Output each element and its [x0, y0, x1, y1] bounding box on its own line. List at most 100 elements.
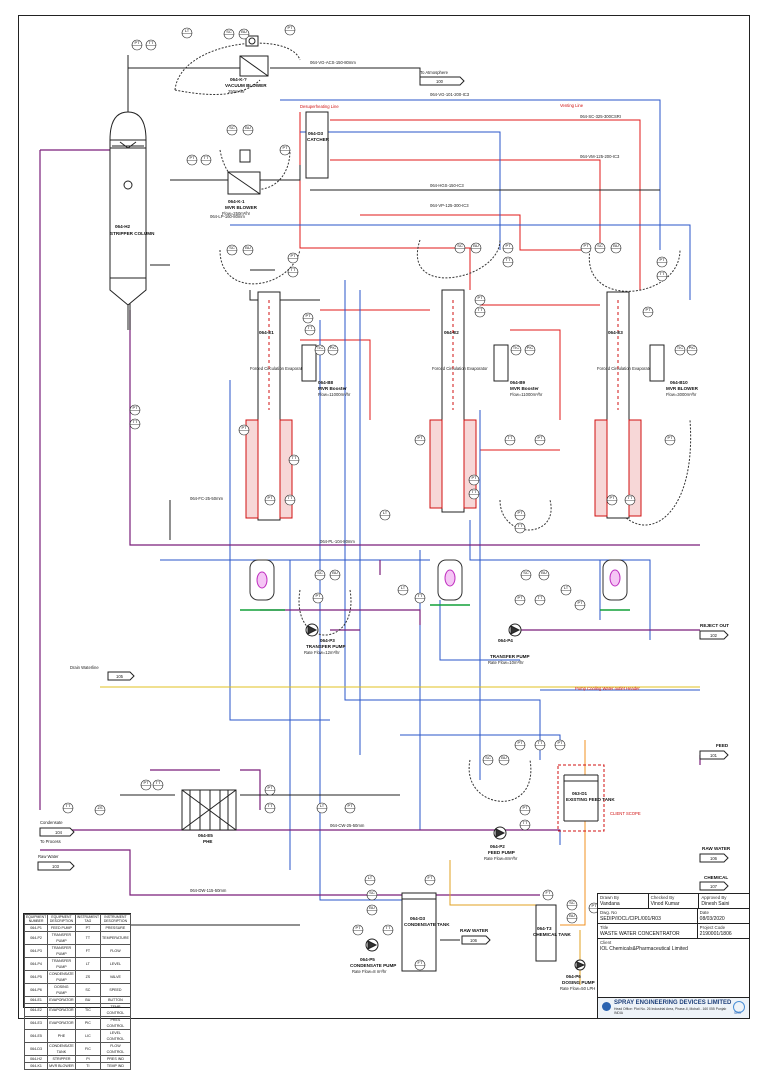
instrument-tag: PT — [132, 405, 138, 410]
feed-tank-name: EXISTING FEED TANK — [566, 797, 615, 802]
booster-1-name: MVR Booster — [318, 386, 347, 391]
booster-3-tag: 064-B10 — [670, 380, 688, 385]
instrument-bubble: TT — [129, 418, 141, 430]
legend-cell: FIC — [74, 1042, 101, 1057]
instrument-bubble: BU — [238, 28, 250, 40]
vent-line — [270, 67, 421, 77]
instrument-bubble: TT — [502, 256, 514, 268]
mvr-blower-1-tag: 064-K-1 — [228, 199, 245, 204]
process-line — [240, 769, 261, 810]
water-line — [439, 600, 520, 661]
steam-line — [360, 214, 590, 251]
instrument-tag: TT — [291, 267, 296, 272]
instrument-tag: TT — [133, 419, 138, 424]
legend-cell: PHE — [47, 1029, 76, 1044]
legend-cell: PRES IND — [99, 1055, 131, 1064]
instrument-bubble: LT — [379, 509, 391, 521]
signal-line — [417, 239, 501, 279]
instrument-bubble: PT — [238, 424, 250, 436]
booster-3-flow: Flow=3000m³/hr — [666, 392, 697, 397]
vent-line — [249, 290, 320, 301]
instrument-bubble: PT — [534, 434, 546, 446]
chemical-tank-name: CHEMICAL TANK — [533, 932, 572, 937]
legend-cell: 064-E1 — [23, 996, 49, 1005]
legend-cell: FLOW CONTROL — [99, 1042, 131, 1057]
instrument-bubble: SC — [520, 569, 532, 581]
instrument-tag: TIC — [677, 345, 684, 350]
instrument-tag: PT — [315, 593, 321, 598]
booster-2 — [493, 344, 509, 382]
vacuum-blower-name: VACUUM BLOWER — [225, 83, 267, 88]
equipment-legend: EQUIPMENT NUMBER EQUIPMENT DESCRIPTION I… — [23, 913, 131, 1070]
instrument-bubble: TIC — [314, 344, 326, 356]
booster-1-flow: Flow=11000m³/hr — [318, 392, 351, 397]
instrument-tag: TT — [418, 593, 423, 598]
legend-cell: EVAPORATOR — [47, 1016, 76, 1031]
instrument-tag: SC — [485, 755, 491, 760]
instrument-tag: TIC — [513, 345, 520, 350]
evaporator-3 — [594, 291, 642, 601]
legend-cell: 064-K1 — [23, 1062, 49, 1070]
instrument-bubble: BU — [566, 912, 578, 924]
instrument-tag: PT — [537, 435, 543, 440]
instrument-tag: PT — [134, 40, 140, 45]
feed-tank-tag: 063-D1 — [572, 791, 588, 796]
instrument-bubble: PT — [129, 404, 141, 416]
signal-line — [174, 42, 301, 91]
instrument-tag: TT — [149, 40, 154, 45]
reject-out-no: 102 — [710, 633, 718, 638]
condensate-label: Condensate — [40, 820, 63, 825]
legend-cell: STRIPPER — [47, 1055, 76, 1064]
legend-cell: TIC — [74, 1003, 101, 1018]
stripper-column — [109, 98, 147, 330]
company-address: Head Office: Plot No. 26 Industrial Area… — [614, 1007, 727, 1015]
instrument-bubble: SC — [314, 569, 326, 581]
booster-2-tag: 064-B9 — [510, 380, 526, 385]
instrument-bubble: PT — [344, 802, 356, 814]
instrument-tag: LT — [383, 510, 388, 515]
piping — [39, 42, 701, 985]
instrument-tag: PT — [287, 25, 293, 30]
line-label: 064-LP-160-80mm — [210, 214, 245, 219]
company-name: SPRAY ENGINEERING DEVICES LIMITED — [614, 1000, 732, 1006]
evap-1-name: Forced Circulation Evaporator — [250, 366, 306, 371]
process-line — [129, 310, 700, 546]
instrument-tag: PT — [609, 495, 615, 500]
instrument-tag: BU — [241, 29, 247, 34]
instrument-tag: TT — [386, 925, 391, 930]
venting-line-note: Venting Line — [560, 103, 584, 108]
instrument-tag: PIC — [330, 345, 337, 350]
catcher-name: CATCHER — [307, 137, 330, 142]
instrument-bubble: PT — [302, 312, 314, 324]
instrument-bubble: BU — [610, 242, 622, 254]
instrument-tag: TT — [506, 257, 511, 262]
legend-cell: TI — [74, 1062, 101, 1070]
instrument-tag: PT — [241, 425, 247, 430]
water-line — [319, 320, 410, 901]
legend-cell: 064-P1 — [23, 923, 49, 933]
instrument-bubble: TIC — [510, 344, 522, 356]
instrument-bubble: PT — [186, 154, 198, 166]
client-scope-note: CLIENT SCOPE — [610, 811, 641, 816]
instrument-tag: TT — [628, 495, 633, 500]
line-label: 064-SC-325-300CSRI — [580, 114, 621, 119]
legend-cell: 064-D3 — [23, 1042, 49, 1057]
to-atmosphere-no: 100 — [436, 79, 444, 84]
instrument-bubble: PT — [514, 594, 526, 606]
instrument-tag: PT — [471, 475, 477, 480]
instrument-bubble: TT — [519, 819, 531, 831]
instrument-tag: BU — [613, 243, 619, 248]
booster-2-flow: Flow=11000m³/hr — [510, 392, 543, 397]
instrument-bubble: LT — [397, 584, 409, 596]
legend-cell: 064-H2 — [23, 1055, 49, 1064]
feed-no: 101 — [710, 753, 718, 758]
line-label: 064-VM-125-200-IC3 — [580, 154, 620, 159]
